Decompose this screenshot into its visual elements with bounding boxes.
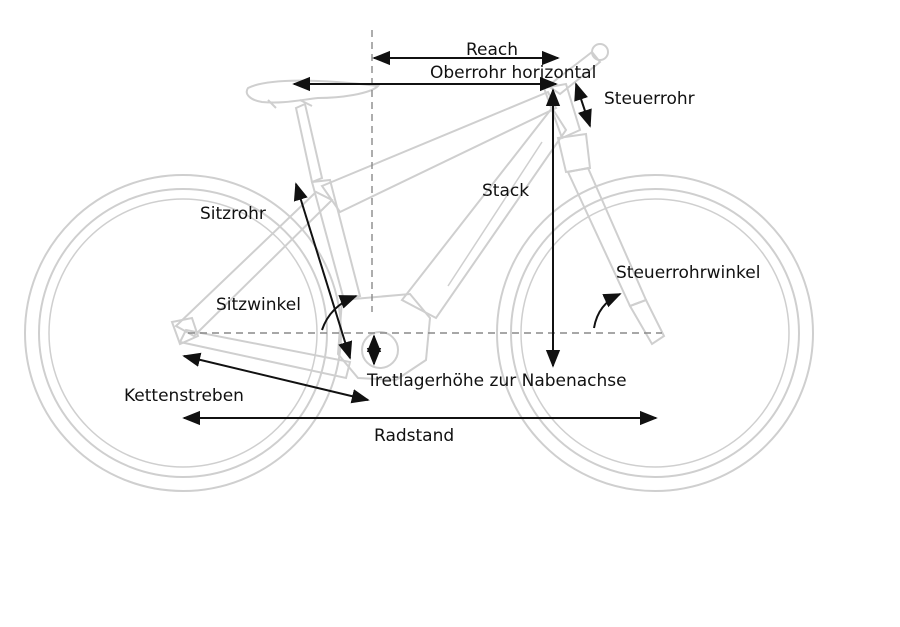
measurement-lines	[182, 50, 658, 426]
label-stack: Stack	[482, 181, 529, 201]
handlebar	[591, 43, 609, 61]
fork-crown	[556, 132, 592, 174]
reference-lines	[188, 30, 662, 334]
down-tube	[400, 106, 568, 320]
head-tube-angle-arc	[593, 293, 622, 329]
bottom-bracket	[361, 331, 399, 369]
down-tube-inner	[447, 141, 543, 287]
label-bb-height: Tretlagerhöhe zur Nabenachse	[366, 371, 627, 391]
fork-leg	[566, 166, 648, 308]
rear-wheel	[24, 174, 342, 492]
label-wheelbase: Radstand	[374, 426, 454, 446]
chainstay-arrow	[182, 352, 370, 404]
saddle-rails	[267, 99, 313, 109]
label-seat-tube: Sitzrohr	[200, 204, 266, 224]
seatpost	[294, 102, 324, 184]
label-chainstays: Kettenstreben	[124, 386, 244, 406]
labels: Reach Oberrohr horizontal Steuerrohr Sta…	[124, 40, 760, 446]
label-head-tube-angle: Steuerrohrwinkel	[616, 263, 760, 283]
label-reach: Reach	[466, 40, 518, 60]
front-wheel	[496, 174, 814, 492]
seat-tube-arrow	[293, 182, 353, 360]
label-head-tube: Steuerrohr	[604, 89, 695, 109]
seat-angle-arc	[321, 295, 358, 331]
head-tube-arrow	[574, 82, 592, 128]
seat-tube	[310, 178, 362, 302]
rear-dropout	[170, 316, 200, 346]
label-top-tube-horizontal: Oberrohr horizontal	[430, 63, 596, 83]
fork-dropout	[628, 298, 666, 346]
label-seat-angle: Sitzwinkel	[216, 295, 301, 315]
